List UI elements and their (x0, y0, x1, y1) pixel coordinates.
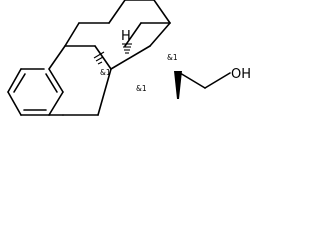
side-chain (179, 72, 231, 89)
bond-up-3 (108, 0, 126, 24)
aromatic-ring (7, 68, 64, 116)
molecule-structure: H OH &1 &1 &1 (7, 0, 251, 116)
stereo-label-c1: &1 (167, 53, 178, 62)
bond-mid-4 (97, 68, 112, 116)
bond-ar-5 (48, 91, 64, 116)
bond-o-1 (124, 22, 142, 47)
stereo-label-c10a: &1 (136, 84, 147, 93)
upper-ring (64, 0, 171, 70)
methyl-wedge (174, 71, 182, 99)
bond-ar-double-3 (45, 73, 58, 93)
stereo-label-c4a: &1 (100, 68, 111, 77)
bond-up-6 (149, 22, 171, 47)
hashed-bond-h (122, 43, 132, 54)
bond-ar-3 (7, 91, 22, 116)
outer-ring-path (124, 22, 171, 47)
hashed-bond-c4a (93, 51, 105, 65)
middle-ring (48, 45, 112, 116)
bond-ar-6 (48, 68, 64, 93)
bond-mid-1 (48, 45, 66, 70)
atom-label-oh: OH (231, 67, 251, 82)
atom-label-h: H (121, 29, 131, 44)
bond-ar-double-1 (13, 73, 26, 93)
bond-up-1 (64, 22, 80, 47)
bond-up-5 (153, 0, 171, 24)
bond-up-7 (110, 45, 151, 70)
bond-ch2 (179, 72, 206, 89)
bond-ch2-o (204, 72, 231, 89)
bond-ar-2 (7, 68, 22, 93)
